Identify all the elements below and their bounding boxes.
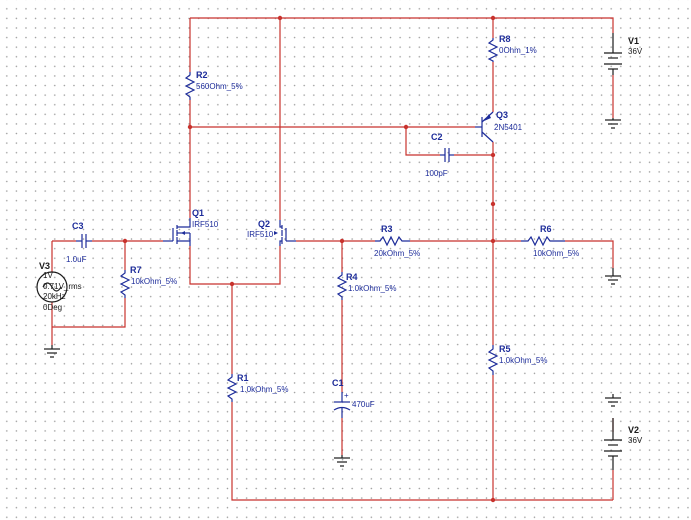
mosfet-q1[interactable]: Q1 IRF510 <box>163 208 219 246</box>
r2-ref: R2 <box>196 70 208 80</box>
r3-ref: R3 <box>381 224 393 234</box>
r1-ref: R1 <box>237 373 249 383</box>
capacitor-c1[interactable]: + C1 470uF <box>332 378 375 418</box>
r6-ref: R6 <box>540 224 552 234</box>
mosfet-q2[interactable]: Q2 IRF510 <box>247 219 296 246</box>
c2-ref: C2 <box>431 132 443 142</box>
r3-value: 20kOhm_5% <box>374 249 420 258</box>
resistor-r1[interactable]: R1 1.0kOhm_5% <box>226 373 288 402</box>
ground-icon <box>44 345 60 358</box>
ground-icon <box>605 118 621 129</box>
v3-param-2: 0.71V_rms <box>43 282 82 291</box>
r8-value: 0Ohm_1% <box>499 46 537 55</box>
ground-icon <box>334 455 350 467</box>
dc-source-v1[interactable]: V1 36V <box>604 33 643 75</box>
junction-dots <box>122 15 496 503</box>
v3-param-3: 20kHz <box>43 292 66 301</box>
wires <box>51 17 614 501</box>
dc-source-v2[interactable]: V2 36V <box>604 394 643 470</box>
q2-ref: Q2 <box>258 219 270 229</box>
v3-ref: V3 <box>39 261 50 271</box>
v1-value: 36V <box>628 47 643 56</box>
ground-symbols <box>44 118 621 467</box>
ground-icon <box>605 268 621 285</box>
ac-source-v3[interactable]: V3 1V 0.71V_rms 20kHz 0Deg <box>36 261 82 312</box>
c1-plus-sign: + <box>344 391 349 400</box>
r2-value: 560Ohm_5% <box>196 82 243 91</box>
r7-ref: R7 <box>130 265 142 275</box>
capacitor-c3[interactable]: C3 1.0uF <box>66 221 92 264</box>
r4-ref: R4 <box>346 272 358 282</box>
resistor-r4[interactable]: R4 1.0kOhm_5% <box>336 272 396 300</box>
v2-ref: V2 <box>628 425 639 435</box>
transistor-q3[interactable]: Q3 2N5401 <box>475 110 523 143</box>
capacitor-c2[interactable]: C2 100pF <box>425 132 454 178</box>
q1-value: IRF510 <box>192 220 219 229</box>
resistor-r6[interactable]: R6 10kOhm_5% <box>521 224 579 258</box>
q3-ref: Q3 <box>496 110 508 120</box>
r5-ref: R5 <box>499 344 511 354</box>
c1-value: 470uF <box>352 400 375 409</box>
resistor-r5[interactable]: R5 1.0kOhm_5% <box>487 344 547 375</box>
resistor-r2[interactable]: R2 560Ohm_5% <box>184 70 243 100</box>
r6-value: 10kOhm_5% <box>533 249 579 258</box>
resistor-r3[interactable]: R3 20kOhm_5% <box>374 224 420 258</box>
v3-param-4: 0Deg <box>43 303 62 312</box>
q1-ref: Q1 <box>192 208 204 218</box>
r1-value: 1.0kOhm_5% <box>240 385 288 394</box>
r4-value: 1.0kOhm_5% <box>348 284 396 293</box>
r8-ref: R8 <box>499 34 511 44</box>
r7-value: 10kOhm_5% <box>131 277 177 286</box>
q3-value: 2N5401 <box>494 123 523 132</box>
r5-value: 1.0kOhm_5% <box>499 356 547 365</box>
c1-ref: C1 <box>332 378 344 388</box>
resistor-r8[interactable]: R8 0Ohm_1% <box>487 34 537 62</box>
resistor-r7[interactable]: R7 10kOhm_5% <box>119 265 177 298</box>
c2-value: 100pF <box>425 169 448 178</box>
q2-value: IRF510 <box>247 230 274 239</box>
c3-ref: C3 <box>72 221 84 231</box>
v2-value: 36V <box>628 436 643 445</box>
c3-value: 1.0uF <box>66 255 87 264</box>
v1-ref: V1 <box>628 36 639 46</box>
v3-param-1: 1V <box>43 271 53 280</box>
